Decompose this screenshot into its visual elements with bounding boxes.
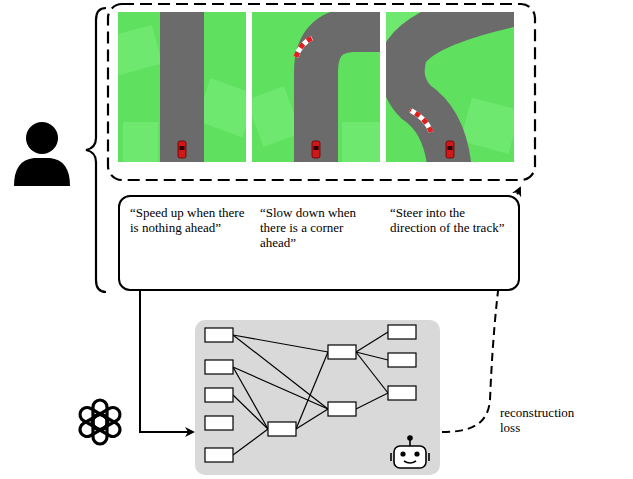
logo-icon <box>77 400 122 444</box>
track-image <box>118 12 246 162</box>
brace <box>86 8 106 292</box>
quote-text: “Slow down when there is a corner ahead” <box>260 205 378 281</box>
track-image <box>386 12 514 162</box>
arrow-label: reconstruction loss <box>498 405 584 435</box>
arrow <box>140 291 193 432</box>
track-image <box>252 12 380 162</box>
network-panel <box>195 320 440 475</box>
quote-text: “Speed up when there is nothing ahead” <box>130 205 248 281</box>
quote-text: “Steer into the direction of the track” <box>390 205 508 281</box>
person-icon <box>14 122 70 186</box>
text-box: “Speed up when there is nothing ahead”“S… <box>118 195 520 291</box>
